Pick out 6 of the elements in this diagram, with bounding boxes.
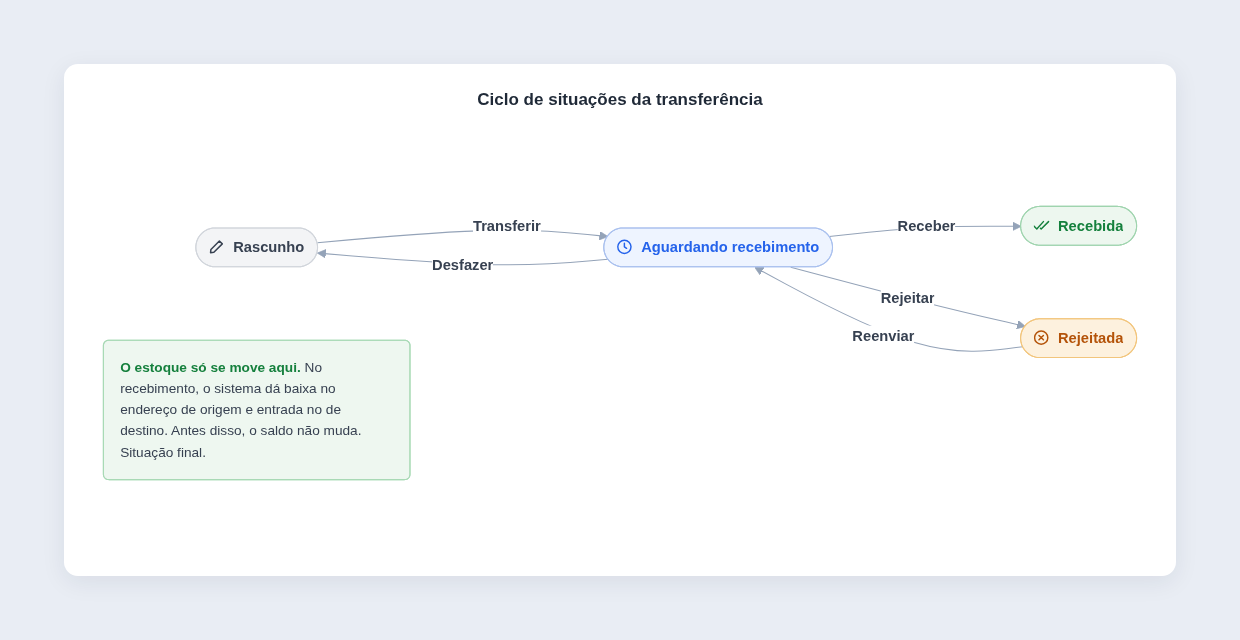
diagram-title: Ciclo de situações da transferência xyxy=(477,90,763,110)
arrow xyxy=(790,266,1026,330)
arrow xyxy=(754,266,1024,352)
edge-label: Receber xyxy=(897,216,956,234)
edge-label: Transferir xyxy=(472,216,541,234)
edge-label: Rejeitar xyxy=(880,289,935,307)
